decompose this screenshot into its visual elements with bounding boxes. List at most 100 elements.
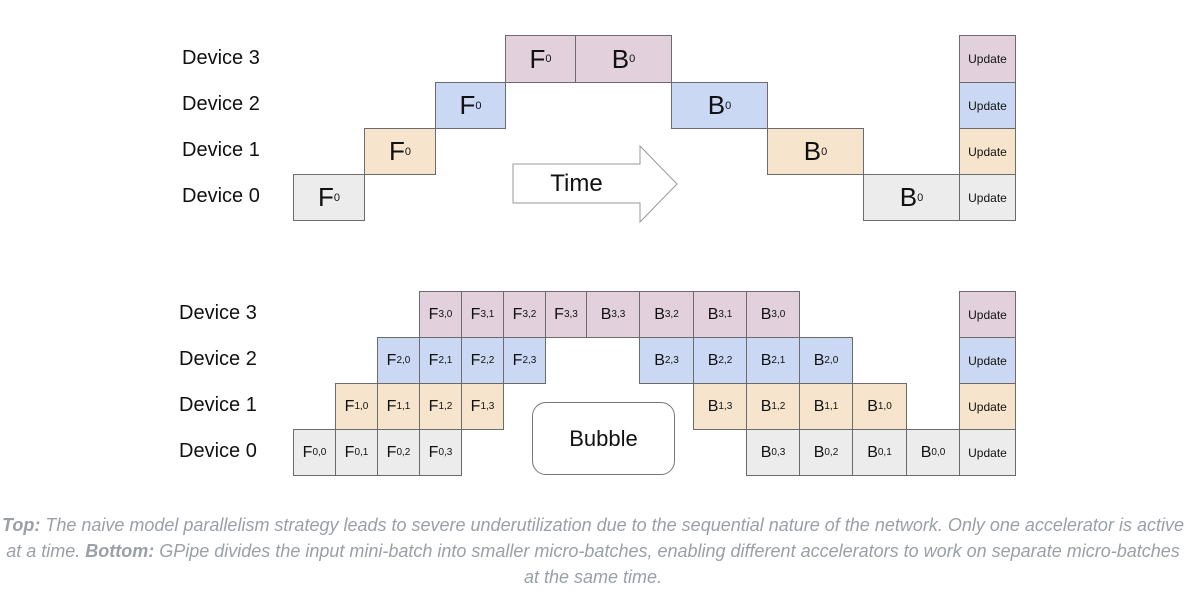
cell-index: 1,1: [824, 401, 839, 412]
device-3-label: Device 3: [179, 302, 257, 324]
cell-index: 2,0: [824, 355, 839, 366]
cell-index: 0: [821, 145, 828, 158]
cell-op: B: [760, 351, 772, 369]
cell-index: 2,2: [718, 355, 733, 366]
cell-index: 0,0: [931, 447, 946, 458]
cell-index: 3,0: [771, 309, 786, 320]
cell-index: 0: [333, 191, 340, 204]
cell-index: 0: [475, 99, 482, 112]
cell-index: 2,1: [438, 355, 453, 366]
cell-index: 1,1: [396, 401, 411, 412]
cell-op: F: [428, 443, 439, 461]
cell-index: 1,2: [438, 401, 453, 412]
cell-op: F: [470, 351, 481, 369]
cell-index: 1,3: [480, 401, 495, 412]
cell-index: 0,2: [824, 447, 839, 458]
update-cell-device-2: Update: [959, 337, 1016, 384]
cell-op: F: [428, 305, 439, 323]
cell-op: B: [707, 351, 719, 369]
update-cell-device-1: Update: [959, 383, 1016, 430]
cell-index: 0,1: [354, 447, 369, 458]
cell-index: 2,3: [522, 355, 537, 366]
cell-index: 0: [629, 53, 636, 65]
cell-index: 1,0: [877, 401, 892, 412]
cell-index: 1,0: [354, 401, 369, 412]
device-0-label: Device 0: [179, 440, 257, 462]
cell-op: B: [654, 351, 665, 369]
cell-op: F: [344, 397, 355, 415]
cell-index: 3,2: [664, 309, 679, 320]
cell-op: F: [470, 397, 481, 415]
device-3-label: Device 3: [182, 46, 260, 69]
update-cell-device-0: Update: [959, 174, 1016, 221]
cell-index: 3,2: [522, 309, 537, 320]
cell-op: B: [707, 305, 719, 323]
cell-op: F: [459, 90, 476, 120]
cell-index: 3,3: [563, 309, 578, 320]
caption-bottom-label: Bottom:: [85, 541, 155, 561]
cell-index: 2,0: [396, 355, 411, 366]
device-1-label: Device 1: [179, 394, 257, 416]
cell-op: B: [867, 397, 878, 415]
bubble-label: Bubble: [532, 402, 675, 475]
cell-index: 3,1: [718, 309, 733, 320]
cell-op: B: [813, 443, 825, 461]
cell-op: B: [707, 90, 726, 120]
cell-op: F: [512, 351, 523, 369]
cell-index: 2,3: [664, 355, 679, 366]
time-label: Time: [550, 169, 603, 197]
cell-index: 0,1: [877, 447, 892, 458]
cell-index: 0,3: [771, 447, 786, 458]
cell-op: F: [388, 136, 405, 166]
cell-op: F: [386, 443, 397, 461]
cell-op: F: [317, 182, 334, 212]
device-1-label: Device 1: [182, 139, 260, 161]
cell-index: 2,2: [480, 355, 495, 366]
cell-op: B: [760, 305, 772, 323]
cell-op: B: [899, 182, 918, 212]
cell-op: B: [920, 443, 932, 461]
cell-op: B: [803, 136, 822, 166]
cell-op: B: [760, 397, 772, 415]
caption-top-label: Top:: [2, 515, 41, 535]
cell-op: F: [554, 305, 564, 323]
cell-op: B: [867, 443, 878, 461]
cell-index: 3,1: [480, 309, 495, 320]
figure-caption: Top: The naive model parallelism strateg…: [0, 512, 1186, 590]
cell-op: B: [611, 43, 630, 74]
cell-index: 0: [917, 191, 924, 204]
device-2-label: Device 2: [179, 348, 257, 370]
cell-op: B: [813, 397, 825, 415]
cell-op: F: [512, 305, 523, 323]
cell-op: B: [654, 305, 665, 323]
cell-index: 3,0: [438, 309, 453, 320]
cell-op: F: [529, 43, 546, 74]
caption-top-text: The naive model parallelism strategy lea…: [6, 515, 1184, 561]
cell-op: F: [428, 351, 439, 369]
update-cell-device-2: Update: [959, 82, 1016, 129]
